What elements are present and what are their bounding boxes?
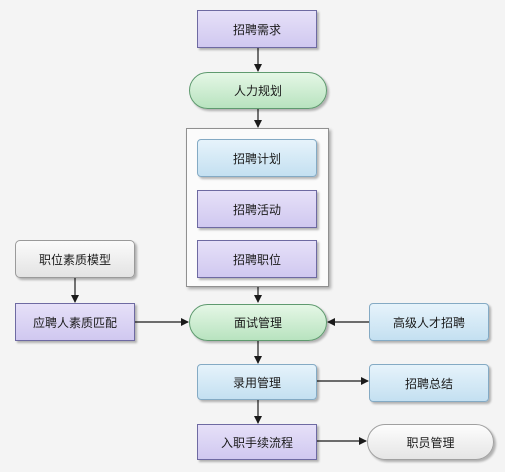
node-applicant-matching[interactable]: 应聘人素质匹配 — [15, 303, 135, 341]
node-staff-mgmt[interactable]: 职员管理 — [367, 424, 494, 460]
node-interview-mgmt[interactable]: 面试管理 — [189, 304, 327, 341]
node-senior-talent[interactable]: 高级人才招聘 — [369, 303, 489, 341]
node-recruit-activity[interactable]: 招聘活动 — [197, 190, 317, 228]
node-hiring-mgmt[interactable]: 录用管理 — [197, 364, 317, 400]
node-onboarding[interactable]: 入职手续流程 — [197, 424, 317, 460]
node-recruit-demand[interactable]: 招聘需求 — [197, 10, 317, 48]
node-recruit-summary[interactable]: 招聘总结 — [369, 364, 489, 402]
node-hr-planning[interactable]: 人力规划 — [189, 72, 327, 109]
node-competency-model[interactable]: 职位素质模型 — [15, 240, 135, 278]
node-recruit-plan[interactable]: 招聘计划 — [197, 139, 317, 177]
node-recruit-position[interactable]: 招聘职位 — [197, 240, 317, 278]
